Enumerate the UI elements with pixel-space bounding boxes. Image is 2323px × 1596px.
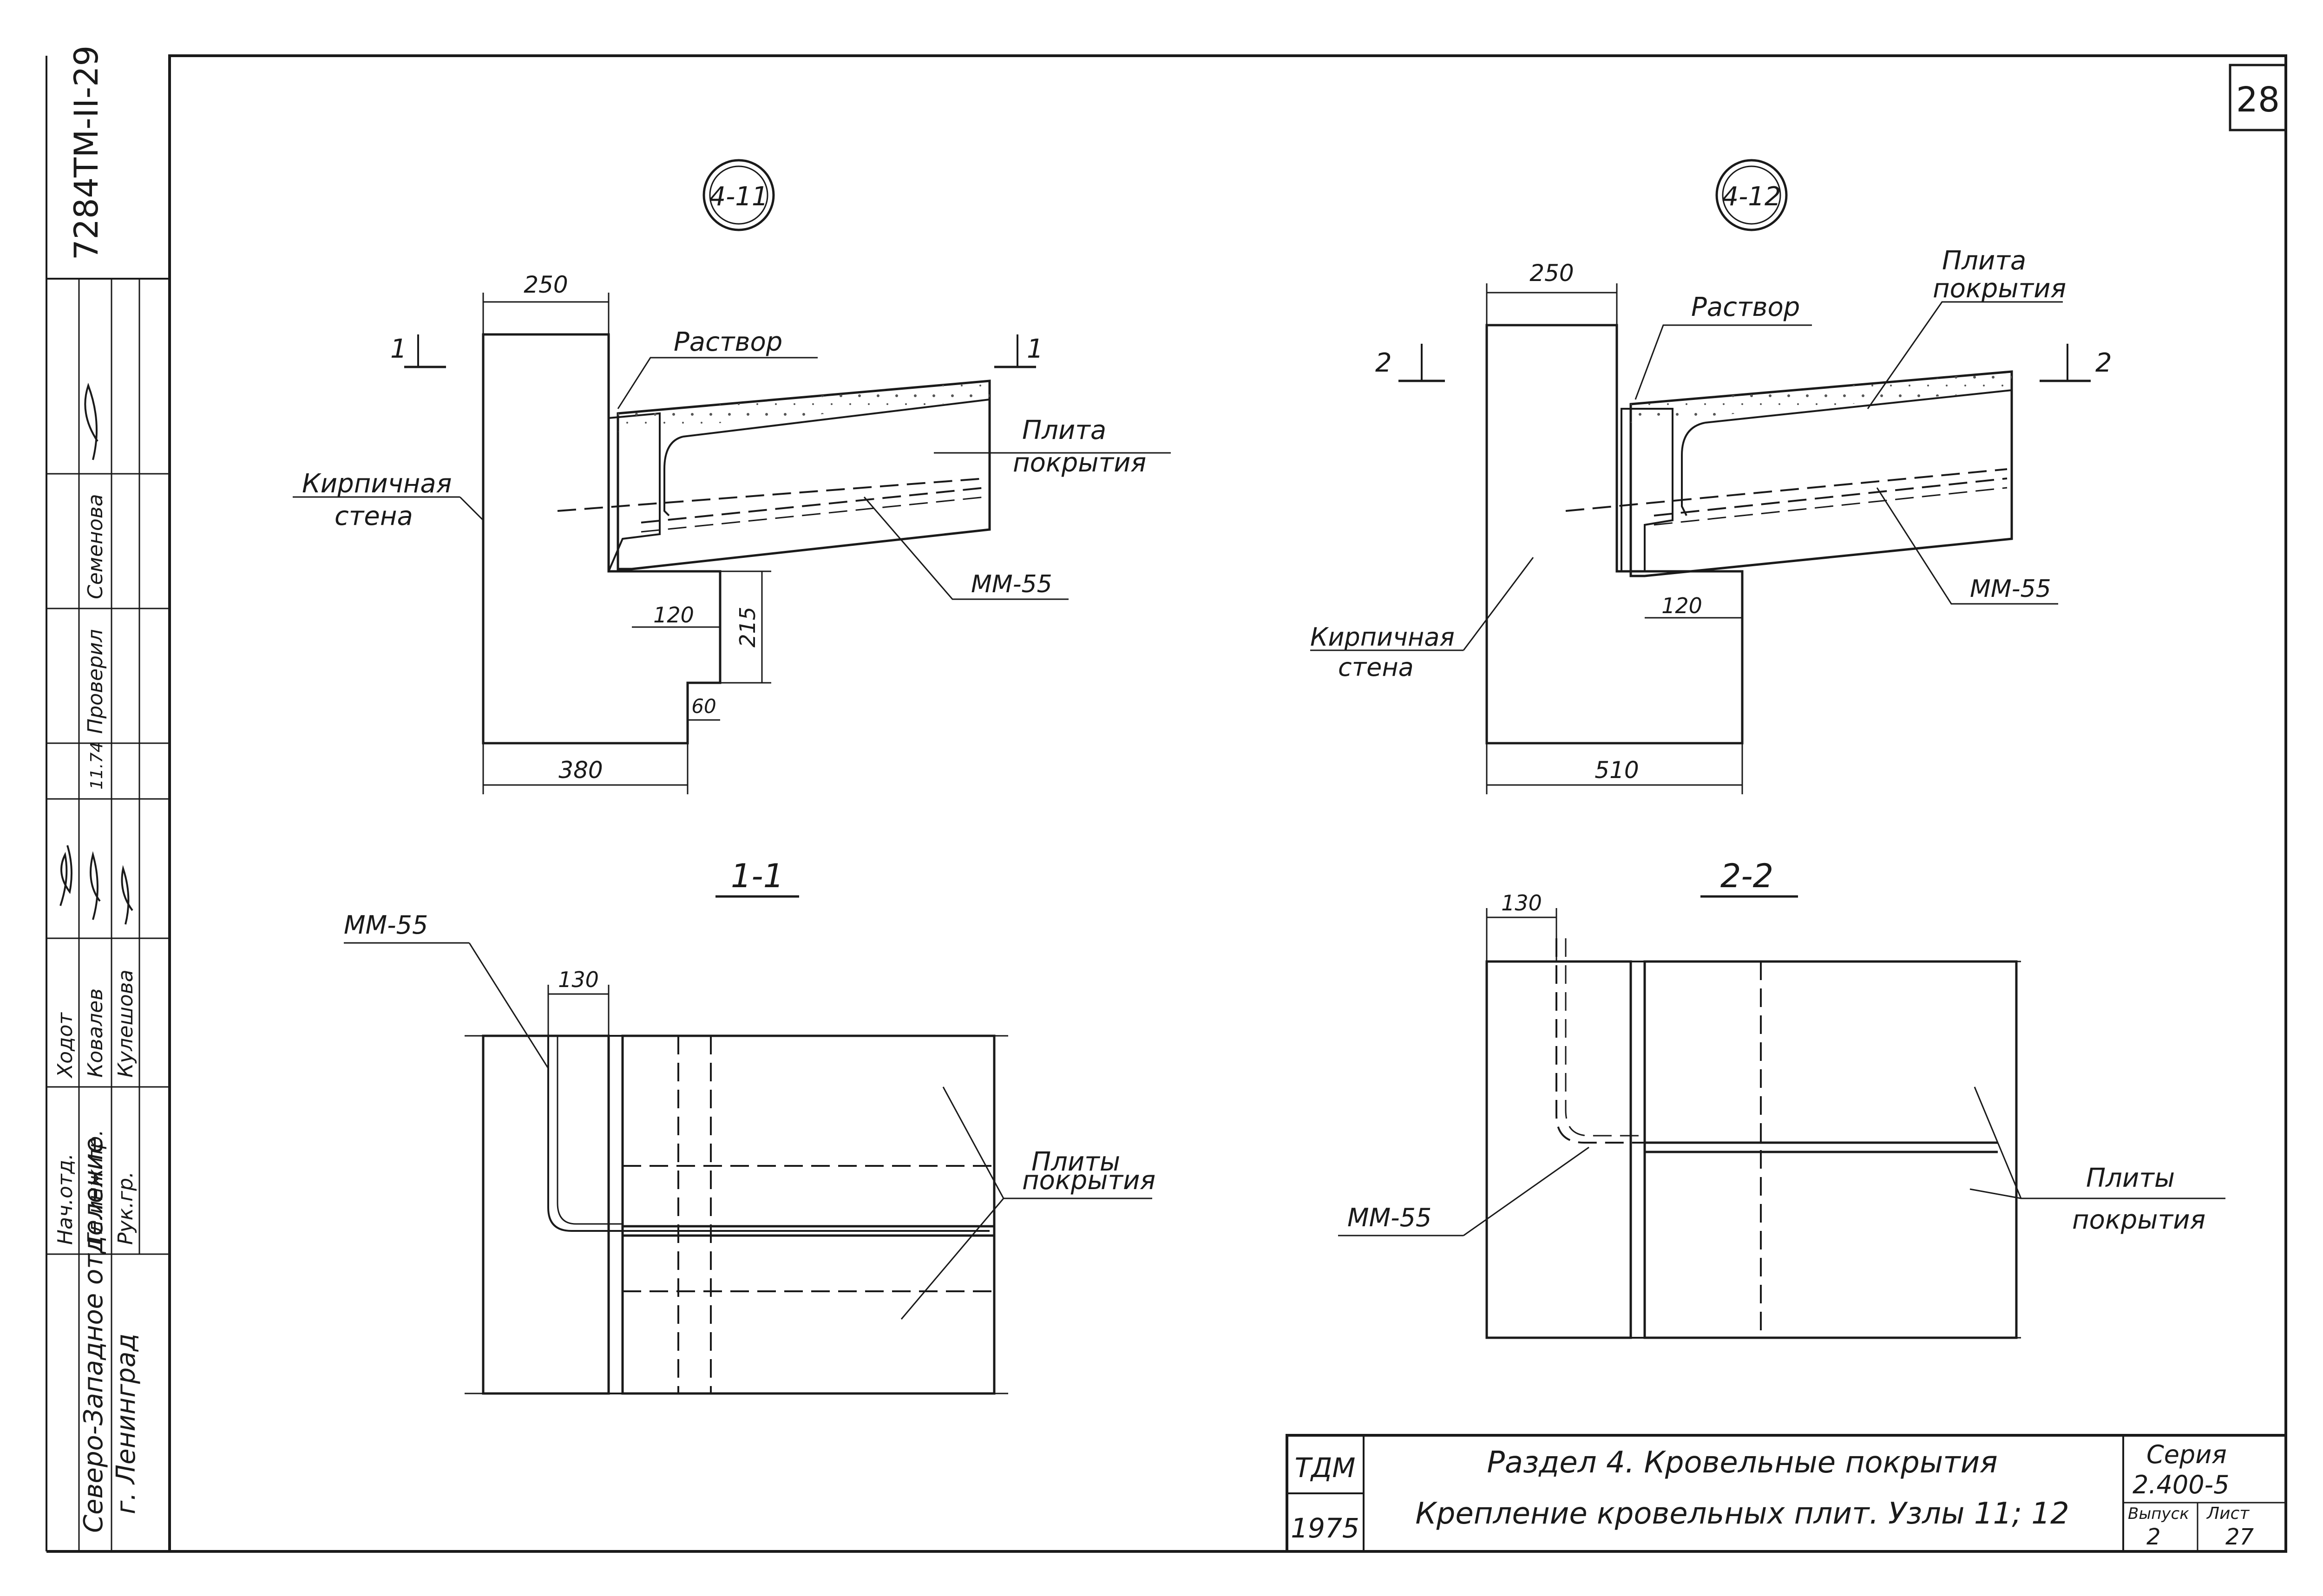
label-anchor-a: ММ-55	[971, 570, 1052, 598]
stamp-name-1: Ходот	[53, 1012, 77, 1079]
sheet-value: 27	[2225, 1524, 2254, 1550]
dim-120-b: 120	[1661, 593, 1702, 618]
section-1-1: 1-1 130 ММ-55 Плиты покрытия	[344, 857, 1155, 1395]
title-line-2: Крепление кровельных плит. Узлы 11; 12	[1415, 1497, 2069, 1531]
dim-380: 380	[558, 757, 603, 784]
issue-label: Выпуск	[2128, 1504, 2189, 1523]
stamp-name-checker: Семенова	[84, 494, 107, 599]
label-wall-b-2: стена	[1338, 653, 1414, 682]
label-mortar-b: Раствор	[1691, 292, 1800, 322]
label-slabs-a-2: покрытия	[1022, 1165, 1155, 1196]
page-number: 28	[2236, 80, 2280, 120]
dim-510: 510	[1595, 757, 1639, 784]
dim-250-a: 250	[524, 271, 568, 298]
label-slabs-b-1: Плиты	[2086, 1163, 2175, 1193]
section-mark-2-right: 2	[2095, 348, 2112, 378]
stamp-name-3: Кулешова	[114, 969, 138, 1078]
label-slab-b-2: покрытия	[1933, 274, 2066, 304]
stamp-role-checked: Проверил	[84, 629, 107, 734]
label-slabs-b-2: покрытия	[2072, 1205, 2205, 1235]
side-code: 7284TM-II-29	[67, 46, 105, 260]
label-anchor-b: ММ-55	[1970, 575, 2051, 603]
issue-value: 2	[2146, 1524, 2161, 1550]
dim-215: 215	[735, 607, 760, 648]
stamp-role-1: Нач.отд.	[53, 1153, 77, 1245]
section-title-2-2: 2-2	[1720, 857, 1773, 895]
label-mortar-a: Раствор	[674, 327, 782, 357]
stamp-date: 11.74	[87, 742, 106, 790]
section-2-2: 2-2 130 ММ-55 Плиты покрытия	[1338, 857, 2225, 1339]
detail-marker-4-12: 4-12	[1722, 182, 1781, 212]
dim-60: 60	[691, 695, 716, 718]
stamp-name-2: Ковалев	[84, 988, 107, 1078]
section-mark-1-left: 1	[390, 334, 407, 364]
dim-130-a: 130	[558, 967, 599, 992]
section-mark-2-left: 2	[1375, 348, 1392, 378]
label-wall-a-1: Кирпичная	[302, 469, 452, 499]
detail-4-11: 4-11 250 380 120 215 60	[293, 159, 1171, 794]
label-slabs-a-1: Плиты	[1031, 1147, 1120, 1177]
detail-4-12: 4-12 250 510 120 2 2 Раствор Плита покры…	[1310, 159, 2112, 794]
label-wall-a-2: стена	[335, 501, 413, 531]
dim-130-b: 130	[1501, 890, 1542, 916]
dim-120-a: 120	[653, 602, 694, 628]
page-number-box: 28	[2229, 64, 2287, 131]
signatures	[59, 383, 133, 925]
label-slab-a-1: Плита	[1022, 415, 1106, 445]
label-slab-a-2: покрытия	[1013, 448, 1146, 478]
label-anchor-section-1: ММ-55	[344, 910, 428, 940]
series-value: 2.400-5	[2133, 1470, 2229, 1499]
title-year: 1975	[1291, 1512, 1359, 1544]
section-mark-1-right: 1	[1027, 334, 1043, 364]
left-stamp: 7284TM-II-29 Северо-Западное отделение г…	[46, 46, 170, 1551]
section-title-1-1: 1-1	[731, 857, 784, 895]
stamp-role-2: Гл.инж.пр.	[84, 1130, 107, 1245]
sheet-label: Лист	[2206, 1504, 2250, 1523]
sheet-frame	[46, 54, 2287, 1553]
dim-250-b: 250	[1529, 260, 1574, 287]
title-org: ТДМ	[1295, 1452, 1356, 1484]
series-label: Серия	[2146, 1440, 2227, 1469]
stamp-city: г. Ленинград	[111, 1334, 141, 1514]
title-line-1: Раздел 4. Кровельные покрытия	[1487, 1446, 1997, 1480]
label-anchor-section-2: ММ-55	[1347, 1203, 1431, 1232]
detail-marker-4-11: 4-11	[709, 182, 768, 212]
stamp-role-3: Рук.гр.	[114, 1171, 138, 1245]
label-wall-b-1: Кирпичная	[1310, 622, 1455, 652]
label-slab-b-1: Плита	[1942, 246, 2026, 276]
stamp-organization: Северо-Западное отделение	[79, 1137, 109, 1533]
title-block: ТДМ 1975 Раздел 4. Кровельные покрытия К…	[1286, 1434, 2287, 1553]
